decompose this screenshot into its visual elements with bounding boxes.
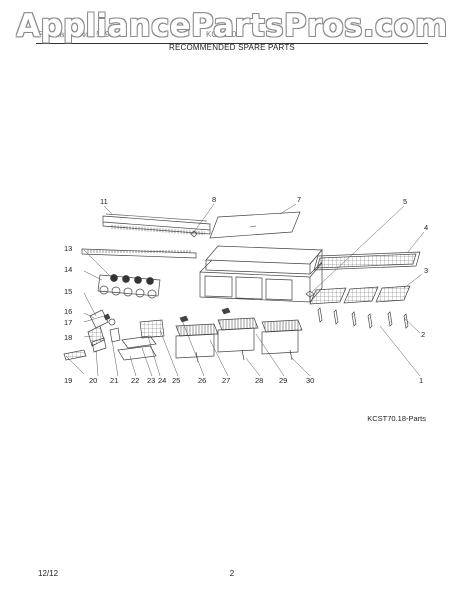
part-control-box xyxy=(87,309,116,347)
section-title: RECOMMENDED SPARE PARTS xyxy=(169,43,295,52)
callout-18: 18 xyxy=(64,333,72,342)
page-number: 2 xyxy=(229,569,235,578)
callout-19: 19 xyxy=(64,376,72,385)
callout-24: 24 xyxy=(158,376,166,385)
part-fastener-5 xyxy=(305,290,315,302)
part-doors xyxy=(175,307,303,363)
callout-23: 23 xyxy=(147,376,155,385)
callout-26: 26 xyxy=(198,376,206,385)
model-number: KCST70 xyxy=(206,30,237,39)
callout-15: 15 xyxy=(64,287,72,296)
callout-14: 14 xyxy=(64,265,72,274)
watermark: AppliancePartsPros.com xyxy=(16,8,448,44)
callout-2: 2 xyxy=(421,330,425,339)
callout-30: 30 xyxy=(306,376,314,385)
callout-numbers: 11 8 7 5 4 13 14 3 15 16 17 18 2 19 20 2… xyxy=(64,195,428,385)
callout-27: 27 xyxy=(222,376,230,385)
part-cover-panel xyxy=(209,211,301,239)
part-grille-strip xyxy=(313,251,421,271)
callout-28: 28 xyxy=(255,376,263,385)
callout-3: 3 xyxy=(424,266,428,275)
part-screw-8 xyxy=(190,230,198,238)
callout-5: 5 xyxy=(403,197,407,206)
leader-lines xyxy=(65,203,425,377)
part-shelf-clips xyxy=(317,307,409,329)
header-rule xyxy=(36,43,428,44)
part-top-rail xyxy=(102,213,211,236)
part-wire-shelves xyxy=(309,285,411,305)
callout-8: 8 xyxy=(212,195,216,204)
footer-date: 12/12 xyxy=(38,569,59,578)
part-lower-rail xyxy=(81,248,197,259)
figure-caption: KCST70.18-Parts xyxy=(367,414,426,423)
callout-13: 13 xyxy=(64,244,72,253)
callout-1: 1 xyxy=(419,376,423,385)
part-main-cabinet xyxy=(199,245,323,303)
callout-4: 4 xyxy=(424,223,428,232)
publication-number: Publication No.: 5995 xyxy=(38,30,115,39)
callout-17: 17 xyxy=(64,318,72,327)
callout-16: 16 xyxy=(64,307,72,316)
callout-21: 21 xyxy=(110,376,118,385)
callout-20: 20 xyxy=(89,376,97,385)
callout-11: 11 xyxy=(100,197,108,206)
part-control-knobs xyxy=(97,274,161,299)
callout-29: 29 xyxy=(279,376,287,385)
callout-25: 25 xyxy=(172,376,180,385)
callout-22: 22 xyxy=(131,376,139,385)
callout-7: 7 xyxy=(297,195,301,204)
part-base-panels xyxy=(117,335,157,361)
part-lower-components xyxy=(63,327,121,361)
part-heater-block xyxy=(139,319,165,339)
